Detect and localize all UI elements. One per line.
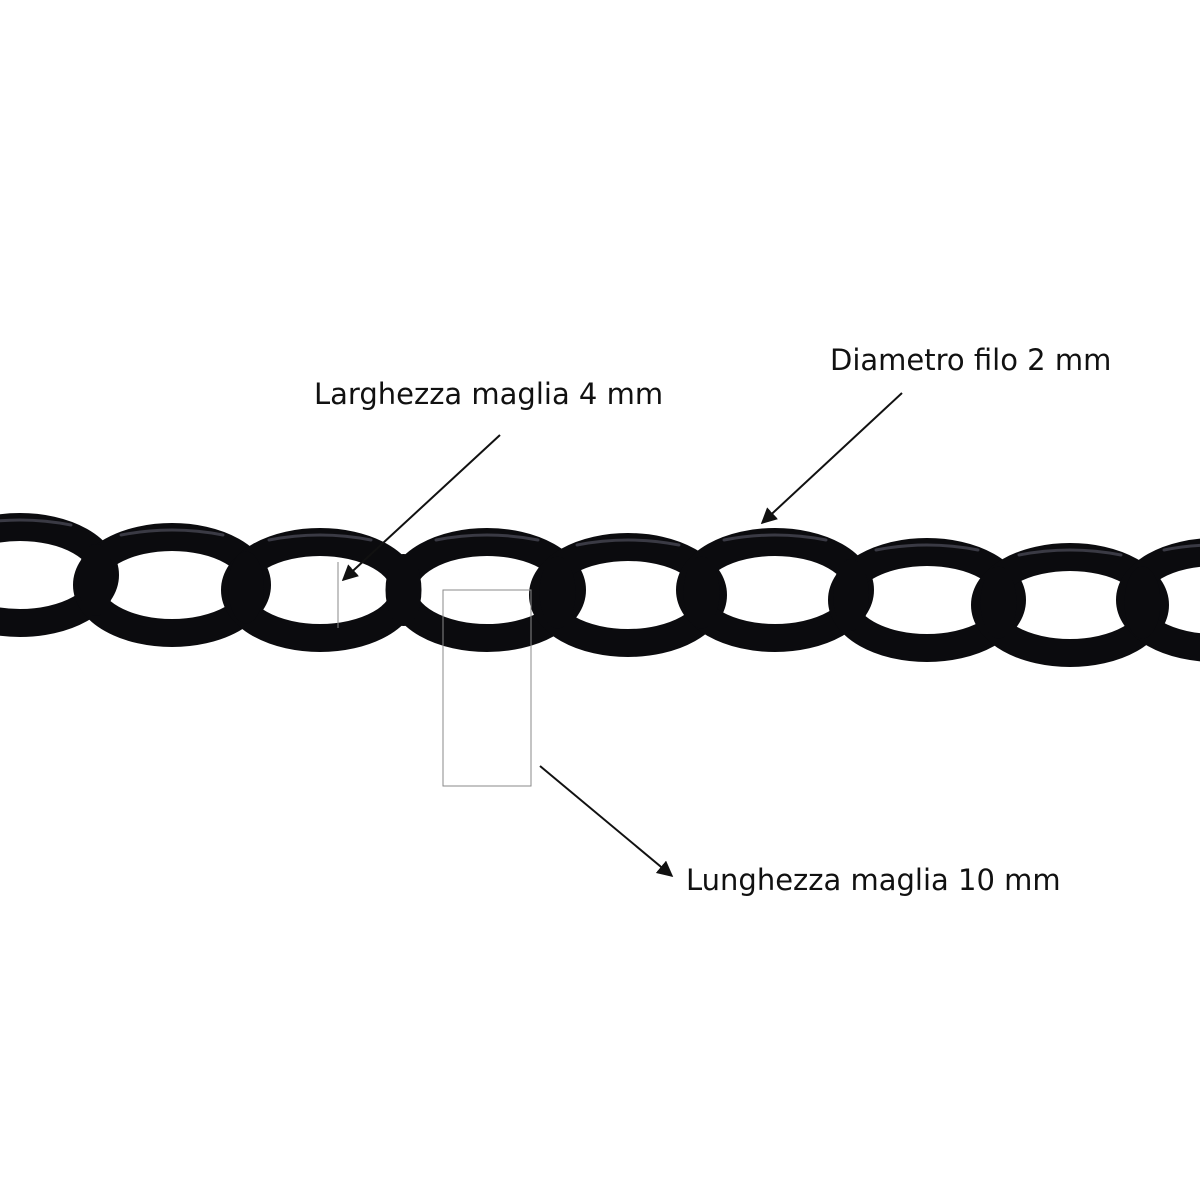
chain-link-joint — [1124, 566, 1161, 639]
chain-link-joint — [833, 559, 869, 631]
chain-link-joint — [683, 556, 720, 629]
chain-link-highlight — [267, 533, 373, 542]
chain-link-highlight — [119, 528, 225, 537]
chain-link-joint — [539, 556, 576, 629]
wire-arrow — [760, 392, 903, 525]
chain-link-joint — [385, 554, 422, 626]
link-length-label: Lunghezza maglia 10 mm — [686, 863, 1061, 897]
link-length-guide — [442, 589, 532, 787]
chain-link-highlight — [874, 543, 980, 552]
length-arrow — [539, 765, 674, 878]
chain-link-joint — [228, 551, 264, 624]
link-width-label: Larghezza maglia 4 mm — [314, 377, 663, 411]
curb-chain — [0, 513, 1200, 667]
chain-link-joint — [78, 544, 114, 616]
chain-link-highlight — [1162, 543, 1200, 552]
wire-diameter-label: Diametro filo 2 mm — [830, 343, 1111, 377]
width-arrow — [341, 434, 501, 582]
chain-link-highlight — [0, 518, 73, 527]
chain-link-highlight — [575, 538, 681, 547]
chain-link-highlight — [434, 533, 540, 542]
chain-link-joint — [980, 566, 1017, 639]
chain-link-highlight — [1017, 548, 1123, 557]
chain-link-highlight — [722, 533, 828, 542]
